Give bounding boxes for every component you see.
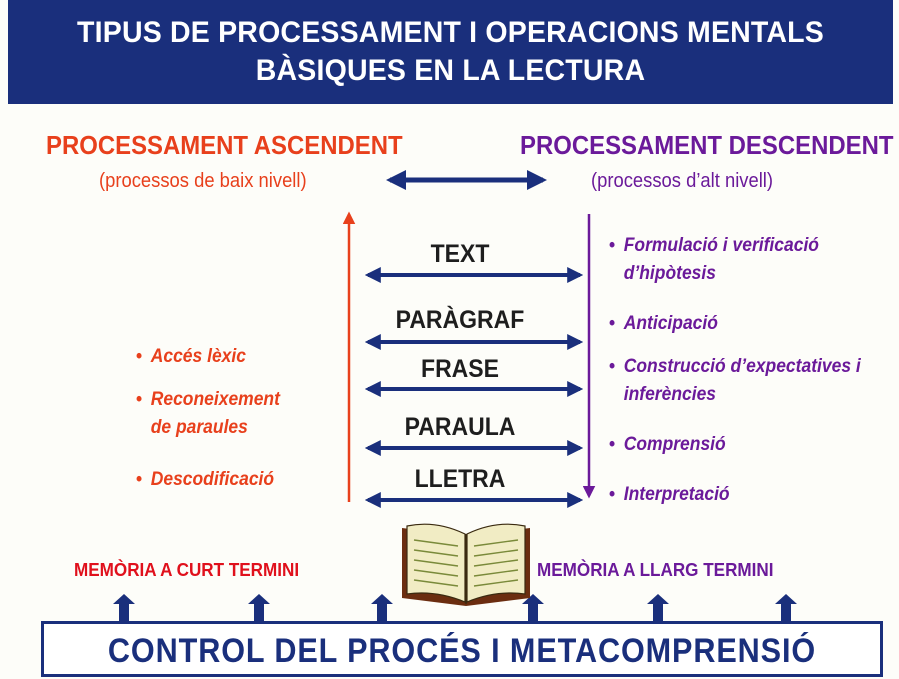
up-arrow-icon [371, 594, 393, 621]
list-item-text: Interpretació [623, 484, 730, 505]
up-arrow-icon [522, 594, 544, 621]
level-text: TEXT [430, 240, 490, 268]
list-item-text: inferències [623, 384, 717, 405]
title-banner: TIPUS DE PROCESSAMENT I OPERACIONS MENTA… [8, 0, 893, 104]
list-item-text: Anticipació [623, 313, 718, 334]
list-item: • Interpretació [609, 481, 730, 509]
level-paragraf: PARÀGRAF [395, 306, 525, 334]
list-item-text: Descodificació [150, 469, 275, 490]
title-line-2: BÀSIQUES EN LA LECTURA [255, 54, 646, 87]
list-item: • Formulació i verificació d’hipòtesis [609, 232, 819, 288]
list-item: • Comprensió [609, 431, 726, 459]
up-arrow-icon [248, 594, 270, 621]
list-item-text: Construcció d’expectatives i [623, 356, 861, 377]
bullet-dot: • [136, 346, 143, 367]
bullet-dot: • [609, 484, 616, 505]
list-item-text: Formulació i verificació [623, 235, 819, 256]
up-arrow-icon [775, 594, 797, 621]
list-item: • Descodificació [136, 466, 274, 494]
title-line-1: TIPUS DE PROCESSAMENT I OPERACIONS MENTA… [77, 16, 824, 49]
list-item-text: de paraules [150, 417, 248, 438]
bullet-dot: • [609, 356, 616, 377]
list-item-text: Reconeixement [150, 389, 280, 410]
list-item: • Construcció d’expectatives i inferèncie… [609, 353, 861, 409]
list-item-text: d’hipòtesis [623, 263, 716, 284]
up-arrow-icon [113, 594, 135, 621]
list-item-text: Accés lèxic [150, 346, 246, 367]
memory-short-label: MEMÒRIA A CURT TERMINI [74, 560, 300, 580]
bullet-dot: • [136, 389, 143, 410]
list-item: • Accés lèxic [136, 343, 246, 371]
open-book-icon [402, 523, 530, 606]
descendent-subheading: (processos d’alt nivell) [591, 170, 774, 192]
level-frase: FRASE [421, 355, 499, 383]
memory-long-label: MEMÒRIA A LLARG TERMINI [537, 560, 774, 580]
level-lletra: LLETRA [414, 465, 506, 493]
bullet-dot: • [136, 469, 143, 490]
bullet-dot: • [609, 313, 616, 334]
descendent-heading: PROCESSAMENT DESCENDENT [520, 130, 894, 160]
list-item: • Anticipació [609, 310, 718, 338]
bullet-dot: • [609, 235, 616, 256]
list-item: • Reconeixement de paraules [136, 386, 280, 442]
control-label: CONTROL DEL PROCÉS I METACOMPRENSIÓ [107, 632, 817, 670]
control-box: CONTROL DEL PROCÉS I METACOMPRENSIÓ [41, 621, 883, 677]
bullet-dot: • [609, 434, 616, 455]
list-item-text: Comprensió [623, 434, 726, 455]
level-paraula: PARAULA [404, 413, 516, 441]
ascendent-subheading: (processos de baix nivell) [99, 170, 307, 192]
up-arrow-icon [647, 594, 669, 621]
ascendent-heading: PROCESSAMENT ASCENDENT [46, 130, 403, 160]
